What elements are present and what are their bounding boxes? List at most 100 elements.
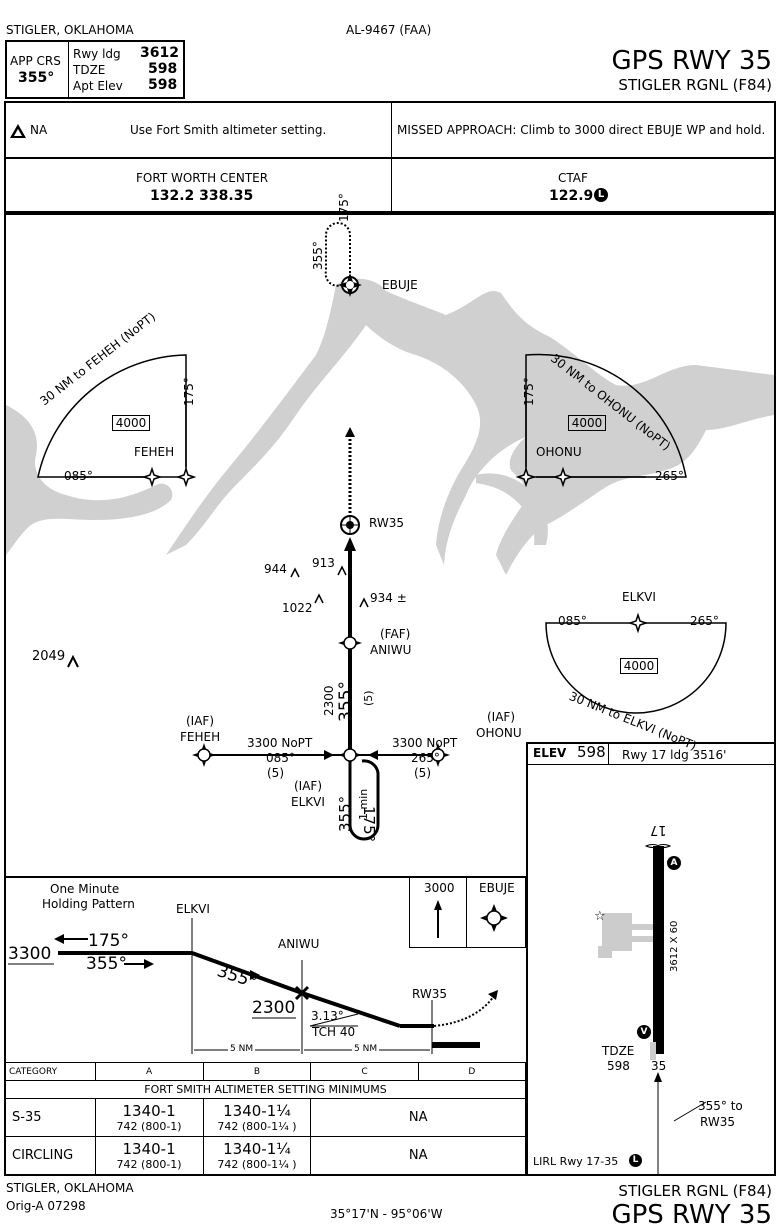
rw35-waypoint <box>340 515 360 535</box>
ebuje-hold-in: 175° <box>337 193 351 222</box>
iaf-ohonu-tag: (IAF) <box>487 710 516 724</box>
ohonu-iaf-waypoint <box>426 743 450 767</box>
altimeter-note: Use Fort Smith altimeter setting. <box>130 123 327 137</box>
profile-hold-alt: 3300 <box>8 944 52 964</box>
iaf-feheh-course: 085° <box>266 751 295 765</box>
ctaf-lighting-icon: L <box>594 188 608 202</box>
missed-approach-text: MISSED APPROACH: Climb to 3000 direct EB… <box>397 123 766 137</box>
rw35-label: RW35 <box>369 516 404 530</box>
row-label-circling: CIRCLING <box>5 1136 96 1175</box>
approach-data-box <box>5 40 185 99</box>
iaf-feheh-tag: (IAF) <box>186 714 215 728</box>
airport-tdze-value: 598 <box>607 1059 630 1073</box>
row-label-s35: S-35 <box>5 1098 96 1137</box>
final-dist: (5) <box>362 690 375 706</box>
profile-gp-angle: 3.13° <box>311 1009 344 1023</box>
s35-b-top: 1340-1¼ <box>223 1102 291 1120</box>
footer-amendment: Orig-A 07298 <box>6 1199 86 1213</box>
procedure-title: GPS RWY 35 <box>611 46 772 76</box>
profile-view <box>8 900 508 1054</box>
feheh-taa-waypoint <box>141 466 163 488</box>
s35-a-bot: 742 (800-1) <box>116 1120 182 1133</box>
airport-rwy-info: Rwy 17 ldg 3516' <box>622 748 727 762</box>
airport-tdze-label: TDZE <box>602 1044 635 1058</box>
elkvi-taa-waypoint <box>627 612 649 634</box>
apt-elev-label: Apt Elev <box>73 79 123 93</box>
elkvi-hold-out: 175° <box>360 806 378 843</box>
elkvi-iaf-waypoint <box>338 743 362 767</box>
elkvi-taa-alt-box: 4000 <box>620 658 658 674</box>
river-south <box>476 473 548 545</box>
ohonu-taa-label: OHONU <box>536 445 582 459</box>
profile-elkvi: ELKVI <box>176 902 210 916</box>
runway-17-label: 17 <box>650 822 667 837</box>
feheh-taa-course: 175° <box>182 377 196 406</box>
profile-hold-title-2: Holding Pattern <box>42 897 135 911</box>
iaf-elkvi-label: ELKVI <box>291 795 325 809</box>
feheh-taa-alt-box: 4000 <box>112 415 150 431</box>
profile-tch: TCH 40 <box>312 1025 356 1039</box>
feheh-iaf-waypoint <box>192 743 216 767</box>
airport-lighting-icon: L <box>629 1154 642 1167</box>
airport-name: STIGLER RGNL (F84) <box>618 76 772 94</box>
circling-b-bot: 742 (800-1¼ ) <box>217 1158 297 1171</box>
elkvi-taa-course-right: 265° <box>690 614 719 628</box>
feheh-taa-waypoint2 <box>175 466 197 488</box>
airport-diagram: ☆ <box>594 844 707 1174</box>
lake-water <box>166 278 774 575</box>
elkvi-taa-course-left: 085° <box>558 614 587 628</box>
apt-elev-value: 598 <box>148 77 178 93</box>
circling-a-bot: 742 (800-1) <box>116 1158 182 1171</box>
ctaf-freq: 122.9 <box>549 188 594 204</box>
footer-procedure-title: GPS RWY 35 <box>611 1200 772 1230</box>
profile-hold-out: 175° <box>88 931 129 951</box>
runway-35-label: 35 <box>651 1059 667 1073</box>
s35-a-top: 1340-1 <box>122 1102 176 1120</box>
svg-text:☆: ☆ <box>594 909 606 924</box>
aniwu-waypoint <box>338 631 362 655</box>
s35-b-bot: 742 (800-1¼ ) <box>217 1120 297 1133</box>
rwy-ldg-value: 3612 <box>140 45 179 61</box>
ebuje-waypoint <box>338 273 362 297</box>
rwy-ldg-label: Rwy ldg <box>73 47 121 61</box>
ohonu-taa-course-265: 265° <box>655 469 684 483</box>
airport-course-note: 355° to <box>698 1099 743 1113</box>
minimums-section-title: FORT SMITH ALTIMETER SETTING MINIMUMS <box>5 1080 526 1099</box>
airport-elev-label: ELEV <box>533 746 567 760</box>
header-location: STIGLER, OKLAHOMA <box>6 23 134 37</box>
elkvi-taa-label: ELKVI <box>622 590 656 604</box>
category-c: C <box>310 1062 419 1081</box>
approach-data-divider <box>68 42 69 97</box>
airport-header-vdivider <box>608 742 609 764</box>
vasi-a-icon: A <box>667 856 681 870</box>
profile-aniwu-alt: 2300 <box>252 998 296 1018</box>
chart-frame <box>4 213 776 1176</box>
elkvi-hold-in: 355° <box>336 795 354 832</box>
final-course: 355° <box>336 681 356 722</box>
iaf-ohonu-course: 265° <box>411 751 440 765</box>
feheh-taa-course-085: 085° <box>64 469 93 483</box>
iaf-ohonu-label: OHONU <box>476 726 522 740</box>
airport-elev-value: 598 <box>577 743 606 761</box>
category-b: B <box>202 1062 312 1081</box>
profile-aniwu: ANIWU <box>278 937 320 951</box>
iaf-elkvi-tag: (IAF) <box>294 779 323 793</box>
ctaf-label: CTAF <box>558 171 588 185</box>
alternate-warning-icon <box>10 123 26 138</box>
category-d: D <box>417 1062 527 1081</box>
footer-coords: 35°17'N - 95°06'W <box>330 1207 443 1221</box>
profile-dist-1: 5 NM <box>228 1044 256 1054</box>
ma-alt: 3000 <box>424 881 455 895</box>
ma-icons-divider <box>466 876 467 948</box>
minimums-table: CATEGORY A B C D FORT SMITH ALTIMETER SE… <box>5 1062 527 1175</box>
runway-dims: 3612 X 60 <box>669 920 680 972</box>
ohonu-taa-waypoint2 <box>552 466 574 488</box>
plan-view <box>6 222 774 841</box>
profile-rw35: RW35 <box>412 987 447 1001</box>
ohonu-taa-course: 175° <box>522 377 536 406</box>
airport-header-divider <box>526 764 776 765</box>
center-freqs: 132.2 338.35 <box>150 188 254 204</box>
